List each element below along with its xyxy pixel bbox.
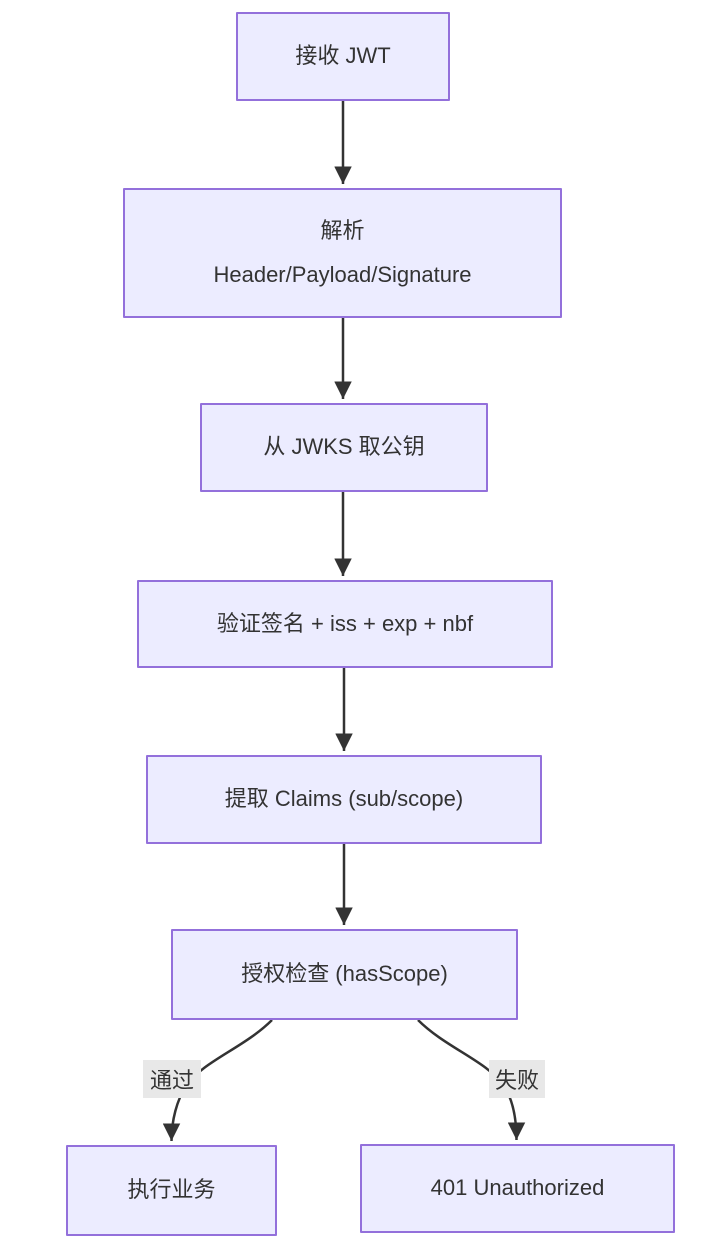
node-label: 验证签名 + iss + exp + nbf	[216, 610, 474, 636]
node-label: 执行业务	[127, 1177, 216, 1203]
node-parse-header-payload-signature: 解析 Header/Payload/Signature	[123, 188, 562, 318]
node-execute-business: 执行业务	[66, 1145, 277, 1236]
node-label: 授权检查 (hasScope)	[241, 961, 448, 987]
edge-label-fail: 失败	[489, 1060, 545, 1098]
node-label-line-1: 解析	[320, 218, 365, 243]
node-extract-claims: 提取 Claims (sub/scope)	[146, 755, 542, 844]
edge-label-pass: 通过	[143, 1060, 201, 1098]
node-401-unauthorized: 401 Unauthorized	[360, 1144, 675, 1233]
node-label-line-2: Header/Payload/Signature	[213, 262, 472, 287]
node-label: 提取 Claims (sub/scope)	[224, 786, 464, 812]
node-authorization-check: 授权检查 (hasScope)	[171, 929, 518, 1020]
node-receive-jwt: 接收 JWT	[236, 12, 450, 101]
node-label: 从 JWKS 取公钥	[263, 434, 425, 460]
node-fetch-jwks-public-key: 从 JWKS 取公钥	[200, 403, 488, 492]
node-verify-signature-claims: 验证签名 + iss + exp + nbf	[137, 580, 553, 668]
node-label: 401 Unauthorized	[430, 1175, 605, 1201]
node-label: 接收 JWT	[295, 43, 391, 69]
